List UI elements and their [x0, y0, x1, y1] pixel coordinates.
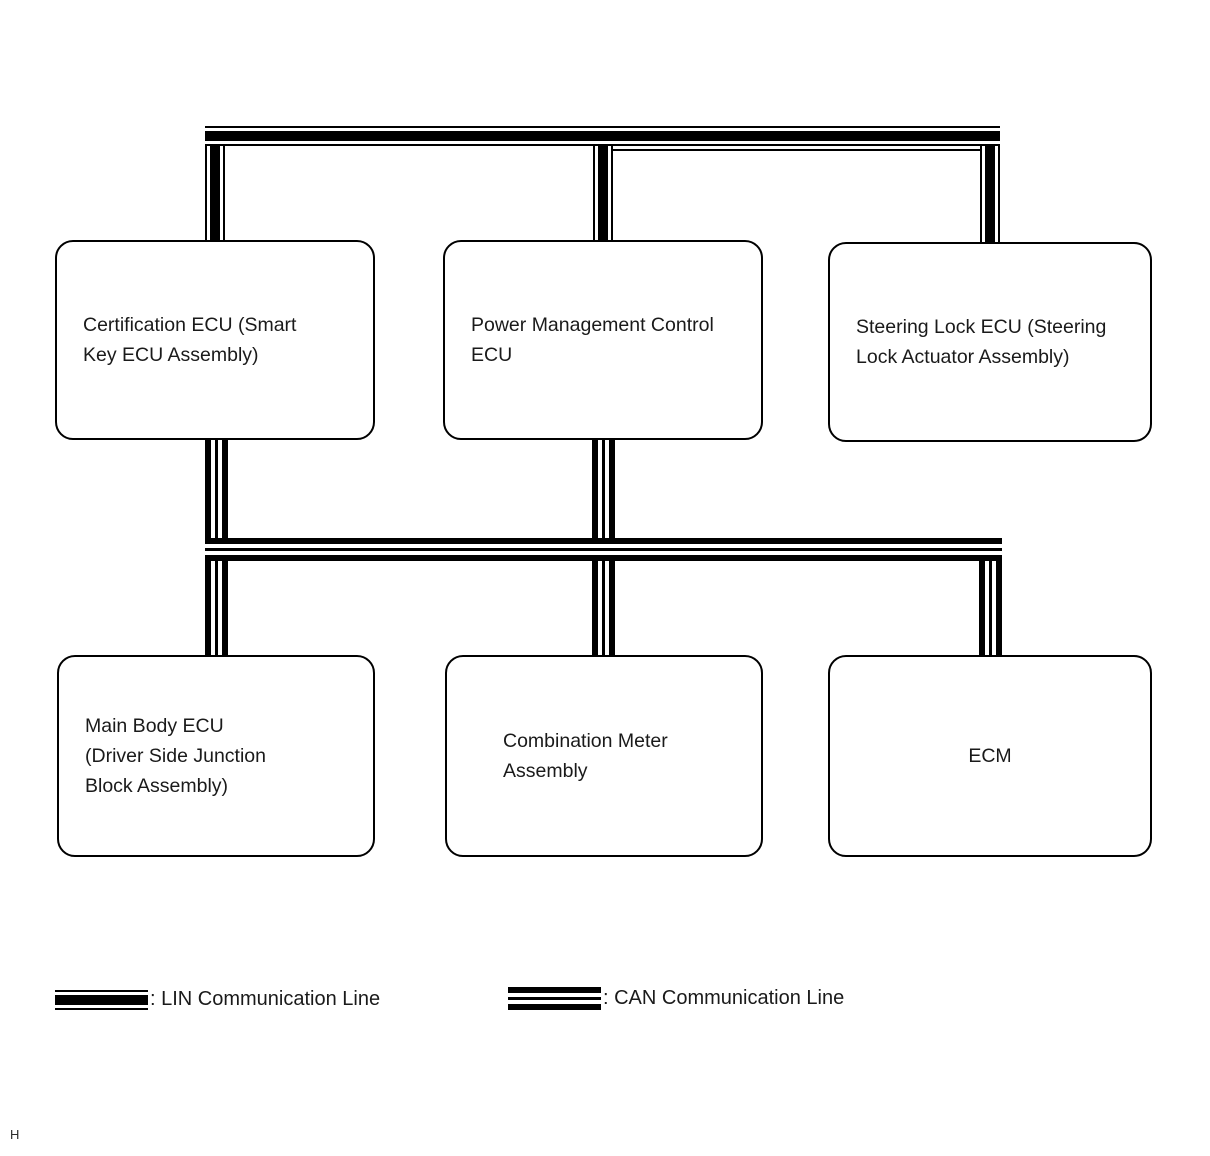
page-marker: H	[10, 1127, 20, 1142]
box-power-management-control-ecu-label: Power Management Control ECU	[471, 314, 714, 366]
lin-riser-steering-lock-ecu	[980, 128, 1000, 246]
legend-lin-label: : LIN Communication Line	[150, 988, 381, 1010]
lin-bus-horizontal	[205, 126, 1000, 146]
box-combination-meter-assembly-label: Combination Meter Assembly	[503, 730, 668, 782]
legend-can-label: : CAN Communication Line	[603, 987, 845, 1009]
lin-riser-certification-ecu	[205, 128, 225, 245]
box-ecm: ECM	[828, 655, 1152, 857]
box-certification-ecu: Certification ECU (Smart Key ECU Assembl…	[55, 240, 375, 440]
can-vertical-to-ecm	[979, 542, 1002, 662]
box-steering-lock-ecu: Steering Lock ECU (Steering Lock Actuato…	[828, 242, 1152, 442]
box-power-management-control-ecu: Power Management Control ECU	[443, 240, 763, 440]
box-main-body-ecu-label: Main Body ECU (Driver Side Junction Bloc…	[85, 715, 266, 797]
lin-riser-power-management-ecu	[593, 128, 613, 245]
box-certification-ecu-label: Certification ECU (Smart Key ECU Assembl…	[83, 314, 297, 366]
box-main-body-ecu: Main Body ECU (Driver Side Junction Bloc…	[57, 655, 375, 857]
legend-can: : CAN Communication Line	[508, 987, 844, 1010]
lin-bus-inner-line	[611, 149, 982, 151]
box-ecm-label: ECM	[968, 745, 1012, 767]
can-bus-horizontal	[205, 538, 1002, 561]
box-steering-lock-ecu-label: Steering Lock ECU (Steering Lock Actuato…	[856, 316, 1107, 368]
box-combination-meter-assembly: Combination Meter Assembly	[445, 655, 763, 857]
lin-line-swatch	[55, 989, 148, 1010]
legend-lin: : LIN Communication Line	[55, 988, 380, 1011]
can-line-swatch	[508, 987, 601, 1010]
